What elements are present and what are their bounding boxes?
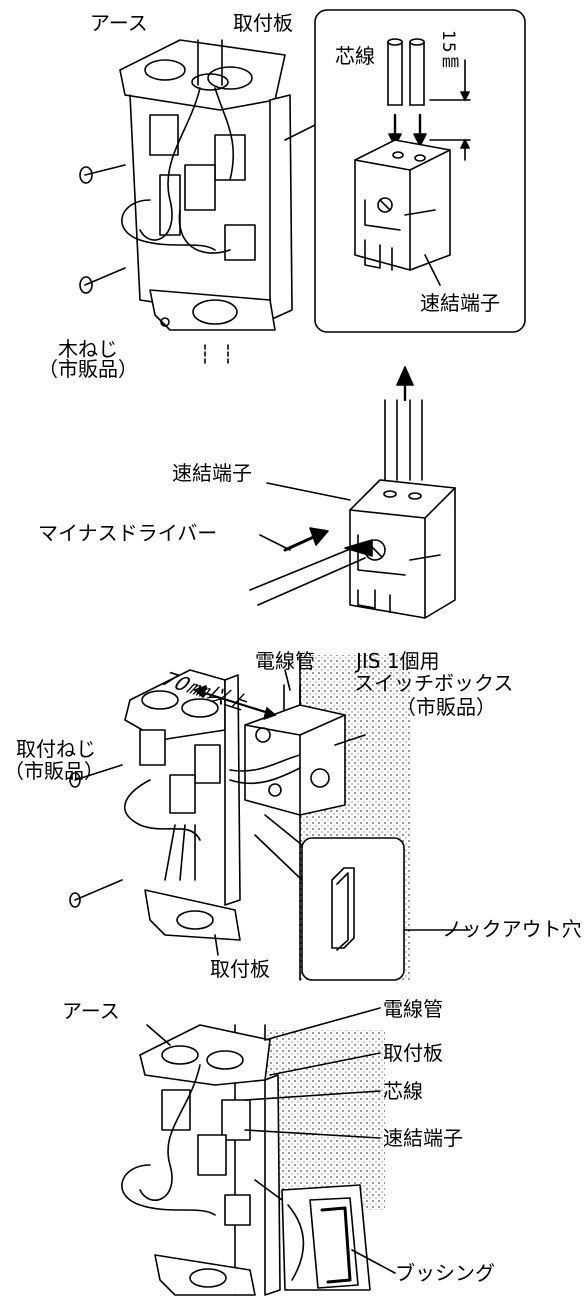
fig3-mount-plate-label: 取付板 bbox=[210, 957, 270, 981]
fig1-quick-terminal-label: 速結端子 bbox=[420, 291, 500, 315]
fig4-quick-terminal-label: 速結端子 bbox=[383, 1126, 463, 1150]
fig4-core-wire-label: 芯線 bbox=[383, 1079, 423, 1103]
fig1-detail-box bbox=[314, 9, 526, 333]
fig2-screwdriver-label: マイナスドライバー bbox=[38, 521, 218, 545]
fig3-mount-screw-label: 取付ねじ bbox=[16, 737, 96, 761]
fig1-mount-plate-label: 取付板 bbox=[233, 11, 293, 35]
fig3-conduit-label: 電線管 bbox=[255, 649, 315, 673]
fig1-wood-screw-label: 木ねじ bbox=[58, 337, 118, 361]
fig2-quick-terminal-label: 速結端子 bbox=[172, 461, 252, 485]
fig3-switchbox-label-3: （市販品） bbox=[396, 695, 496, 719]
fig3-mount-screw-market-label: （市販品） bbox=[4, 759, 104, 783]
fig4-bushing-label: ブッシング bbox=[395, 1261, 495, 1285]
fig1-wood-screw-market-label: （市販品） bbox=[38, 357, 138, 381]
fig3-switchbox-label-1: JIS 1個用 bbox=[356, 649, 440, 673]
fig4-earth-label: アース bbox=[62, 999, 120, 1023]
fig2-terminal-drawing bbox=[249, 366, 456, 619]
fig3-switchbox-label-2: スイッチボックス bbox=[354, 671, 514, 695]
fig4-installed-drawing bbox=[121, 1007, 396, 1296]
fig1-core-wire-label: 芯線 bbox=[335, 44, 375, 68]
fig4-conduit-label: 電線管 bbox=[383, 997, 443, 1021]
fig4-mount-plate-label: 取付板 bbox=[383, 1041, 443, 1065]
fig1-earth-label: アース bbox=[90, 11, 148, 35]
fig3-knockout-label: ノックアウト穴 bbox=[442, 917, 582, 941]
fig1-unit-drawing bbox=[79, 39, 316, 366]
fig1-strip-length-label: 15㎜ bbox=[438, 30, 458, 72]
fig3-wall-drawing bbox=[69, 654, 471, 981]
